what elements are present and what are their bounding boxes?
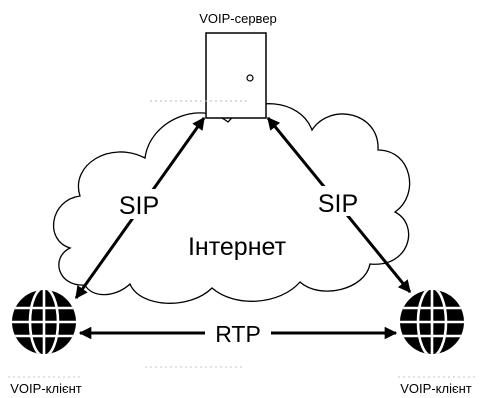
internet-label: Інтернет — [188, 233, 287, 261]
voip-server — [150, 32, 267, 119]
globe-icon — [12, 290, 76, 354]
client-left-label: VOIP-клієнт — [10, 381, 82, 396]
rtp-label: RTP — [215, 321, 261, 347]
sip-right-label-bg — [311, 186, 365, 216]
server-title: VOIP-сервер — [199, 11, 277, 26]
globe-icon — [400, 290, 464, 354]
server-door-knob — [246, 74, 254, 82]
sip-left-label-bg — [112, 189, 166, 219]
sip-left-label: SIP — [119, 192, 159, 220]
sip-right-label: SIP — [318, 190, 358, 218]
rtp-label-bg — [205, 320, 271, 346]
server-door-icon — [205, 32, 267, 119]
client-right-label: VOIP-клієнт — [400, 381, 472, 396]
